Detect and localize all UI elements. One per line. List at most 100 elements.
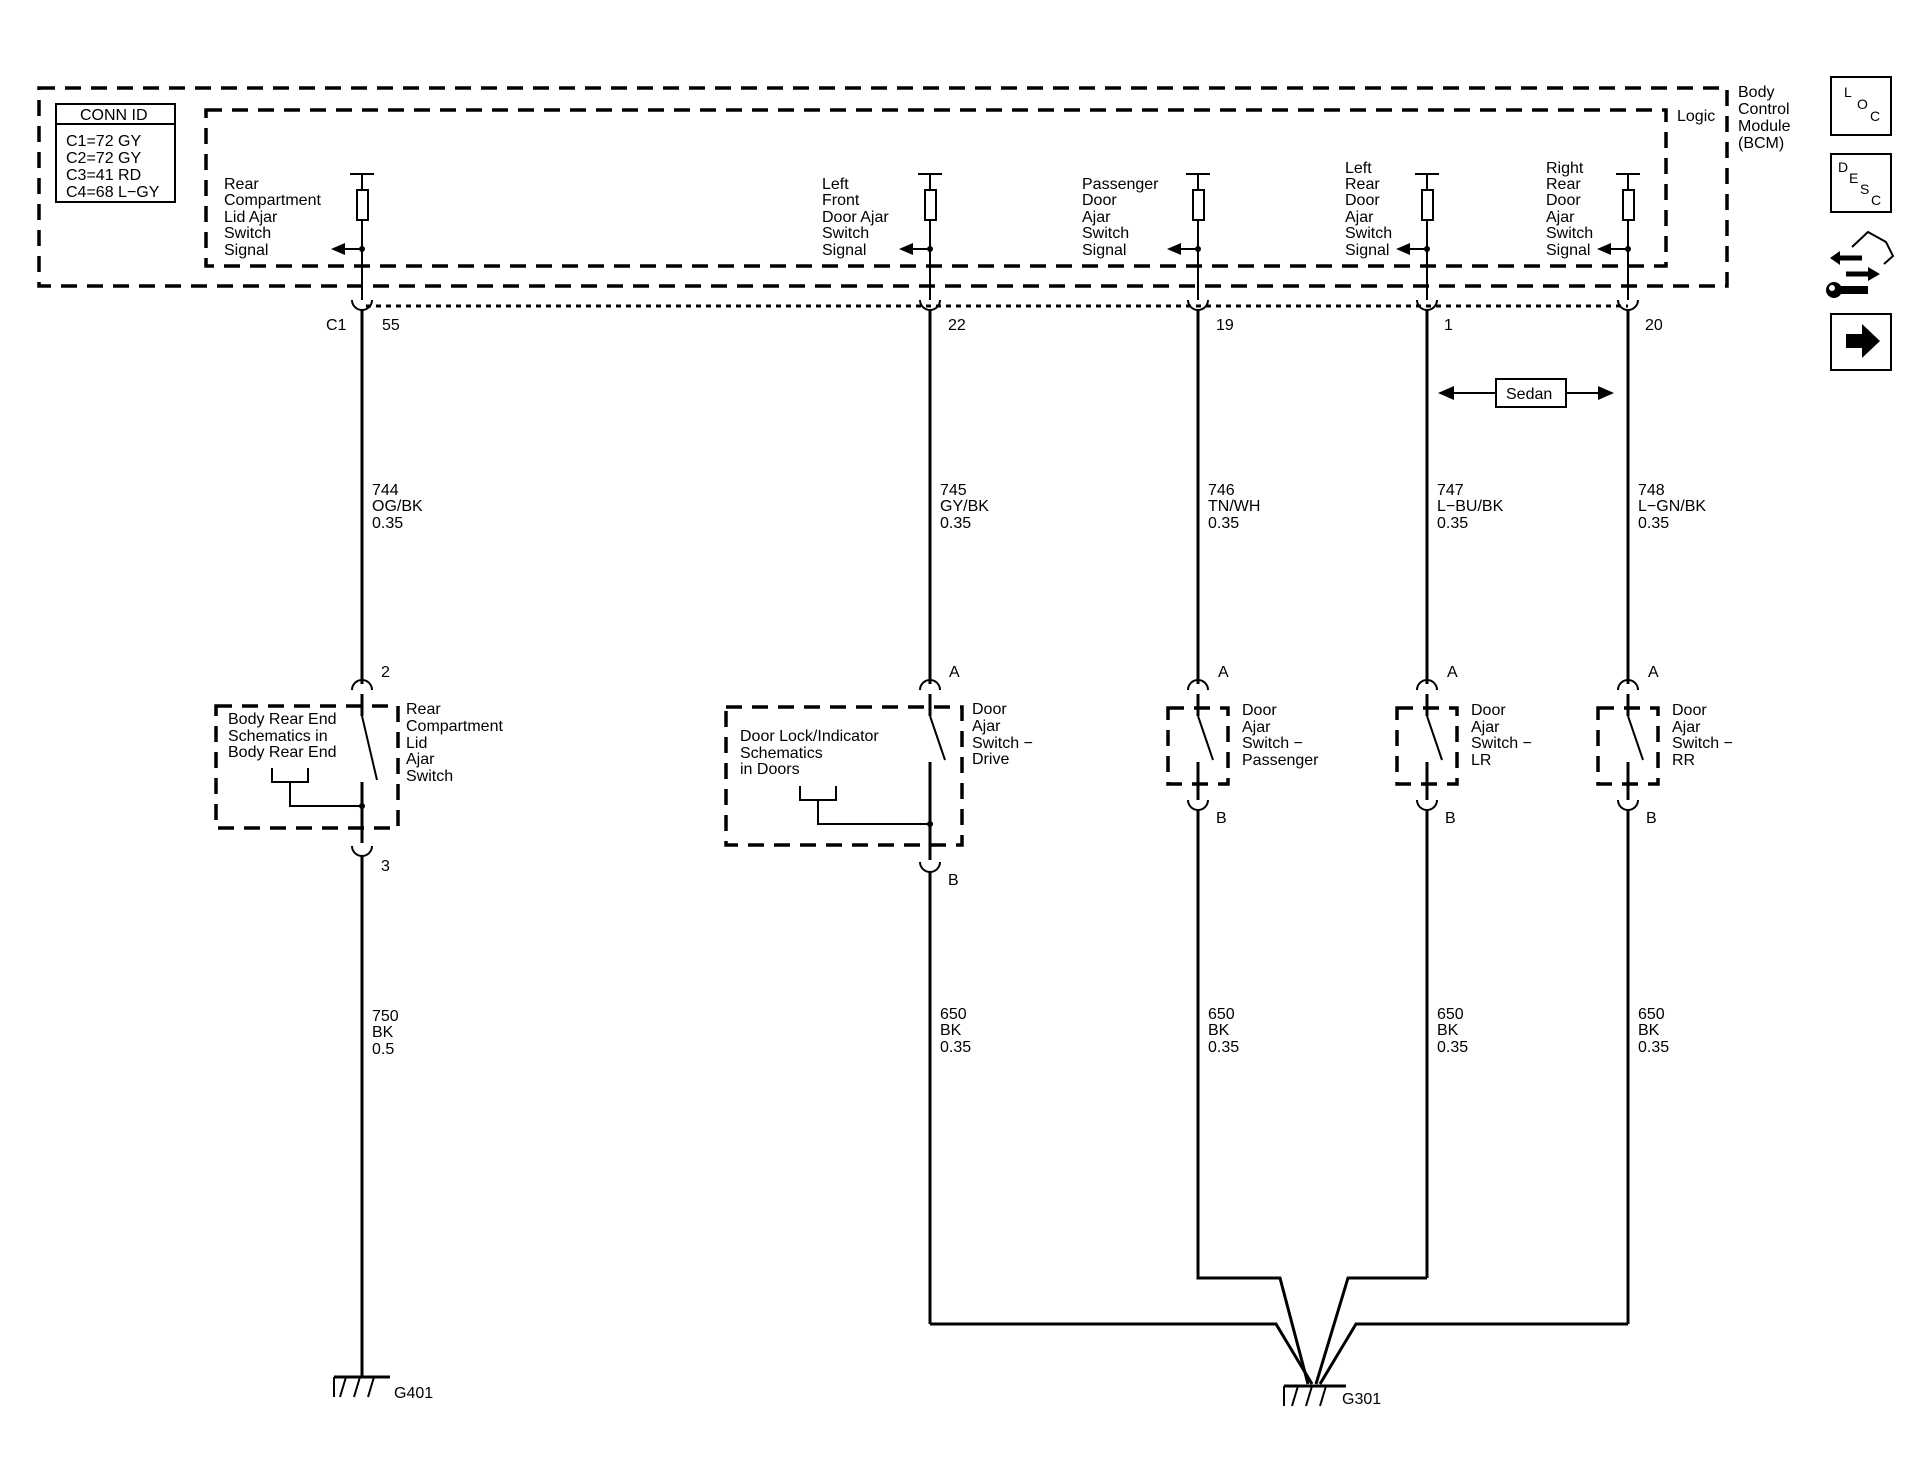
svg-text:Switch: Switch: [1345, 225, 1392, 242]
bcm-name: Body Control Module (BCM): [1738, 84, 1791, 152]
signal-label: Right Rear Door Ajar Switch Signal: [1546, 160, 1593, 259]
circuit-passenger-door: Passenger Door Ajar Switch Signal 19 746…: [1082, 173, 1319, 1278]
wire-label: 746 TN/WH 0.35: [1208, 482, 1260, 532]
right-arrow-icon: [1846, 324, 1880, 358]
component-label: Door Ajar Switch − RR: [1672, 702, 1733, 769]
svg-text:Schematics in: Schematics in: [228, 728, 328, 745]
loc-icon: L O C: [1844, 84, 1880, 124]
connector-end-view-icon: [1826, 230, 1895, 298]
wire-label: 748 L−GN/BK 0.35: [1638, 482, 1706, 532]
svg-text:Ajar: Ajar: [1546, 209, 1575, 226]
svg-text:(BCM): (BCM): [1738, 135, 1784, 152]
component-label: Door Ajar Switch − Passenger: [1242, 702, 1319, 769]
component-label: Door Ajar Switch − LR: [1471, 702, 1532, 769]
svg-text:650: 650: [1208, 1006, 1235, 1023]
bcm-module: Logic Body Control Module (BCM) CONN ID …: [37, 84, 1791, 288]
svg-text:Door Lock/Indicator: Door Lock/Indicator: [740, 728, 879, 745]
svg-text:Ajar: Ajar: [972, 718, 1001, 735]
svg-text:BK: BK: [1208, 1022, 1230, 1039]
svg-text:RR: RR: [1672, 752, 1695, 769]
wire-label: 744 OG/BK 0.35: [372, 482, 423, 532]
svg-text:LR: LR: [1471, 752, 1491, 769]
svg-text:650: 650: [1638, 1006, 1665, 1023]
svg-text:Switch: Switch: [1546, 225, 1593, 242]
component-label: Door Ajar Switch − Drive: [972, 701, 1033, 768]
svg-text:Ajar: Ajar: [1345, 209, 1374, 226]
svg-text:Rear: Rear: [1345, 176, 1380, 193]
svg-text:747: 747: [1437, 482, 1464, 499]
svg-text:Passenger: Passenger: [1082, 176, 1159, 193]
svg-text:BK: BK: [1437, 1022, 1459, 1039]
svg-text:L−GN/BK: L−GN/BK: [1638, 498, 1706, 515]
svg-text:0.5: 0.5: [372, 1041, 394, 1058]
bcm-pin: 20: [1645, 317, 1663, 334]
component-pin-top: A: [1447, 664, 1458, 681]
component-pin-bottom: 3: [381, 858, 390, 875]
svg-text:744: 744: [372, 482, 399, 499]
svg-text:0.35: 0.35: [1208, 1039, 1239, 1056]
svg-text:Door: Door: [1242, 702, 1277, 719]
component-pin-top: A: [1648, 664, 1659, 681]
svg-text:Body Rear End: Body Rear End: [228, 711, 337, 728]
svg-text:Drive: Drive: [972, 751, 1009, 768]
ref-box-door-lock-indicator: Door Lock/Indicator Schematics in Doors: [740, 728, 879, 778]
svg-text:Door: Door: [1546, 192, 1581, 209]
bcm-pin: 19: [1216, 317, 1234, 334]
svg-text:0.35: 0.35: [372, 515, 403, 532]
desc-icon: D E S C: [1838, 159, 1881, 208]
svg-text:L−BU/BK: L−BU/BK: [1437, 498, 1504, 515]
svg-text:Door: Door: [1471, 702, 1506, 719]
svg-text:Switch: Switch: [822, 225, 869, 242]
svg-text:TN/WH: TN/WH: [1208, 498, 1260, 515]
ref-box-body-rear-end: Body Rear End Schematics in Body Rear En…: [228, 711, 337, 761]
svg-text:0.35: 0.35: [1437, 515, 1468, 532]
svg-text:Body Rear End: Body Rear End: [228, 744, 337, 761]
svg-text:Switch −: Switch −: [1242, 735, 1303, 752]
ground-label: G301: [1342, 1391, 1381, 1408]
svg-text:745: 745: [940, 482, 967, 499]
svg-text:750: 750: [372, 1008, 399, 1025]
desc-button[interactable]: D E S C: [1830, 153, 1892, 213]
component-pin-top: A: [949, 664, 960, 681]
svg-text:Switch −: Switch −: [1672, 735, 1733, 752]
svg-text:748: 748: [1638, 482, 1665, 499]
signal-label: Passenger Door Ajar Switch Signal: [1082, 176, 1159, 259]
svg-text:Door: Door: [1345, 192, 1380, 209]
conn-id-title: CONN ID: [80, 107, 148, 124]
conn-id-row: C4=68 L−GY: [66, 184, 160, 201]
loc-button[interactable]: L O C: [1830, 76, 1892, 136]
svg-text:746: 746: [1208, 482, 1235, 499]
svg-text:Left: Left: [1345, 160, 1372, 177]
next-page-button[interactable]: [1830, 313, 1892, 371]
svg-text:Left: Left: [822, 176, 849, 193]
svg-text:Door: Door: [1672, 702, 1707, 719]
bcm-pin: 22: [948, 317, 966, 334]
svg-text:Control: Control: [1738, 101, 1790, 118]
component-pin-top: A: [1218, 664, 1229, 681]
svg-text:OG/BK: OG/BK: [372, 498, 423, 515]
svg-text:Door: Door: [1082, 192, 1117, 209]
svg-text:Lid: Lid: [406, 735, 427, 752]
svg-text:Ajar: Ajar: [1242, 719, 1271, 736]
conn-id-row: C1=72 GY: [66, 133, 141, 150]
svg-text:Right: Right: [1546, 160, 1584, 177]
component-pin-bottom: B: [948, 872, 959, 889]
svg-text:0.35: 0.35: [1638, 515, 1669, 532]
svg-text:0.35: 0.35: [940, 1039, 971, 1056]
connector-c1-label: C1: [326, 317, 347, 334]
connector-end-view-button[interactable]: [1826, 230, 1895, 298]
sedan-label: Sedan: [1506, 386, 1552, 403]
svg-text:Door Ajar: Door Ajar: [822, 209, 889, 226]
svg-text:BK: BK: [1638, 1022, 1660, 1039]
bcm-pin: 1: [1444, 317, 1453, 334]
svg-text:650: 650: [940, 1006, 967, 1023]
circuit-right-rear-door: Right Rear Door Ajar Switch Signal 20 74…: [1546, 160, 1733, 1324]
component-pin-top: 2: [381, 664, 390, 681]
component-pin-bottom: B: [1646, 810, 1657, 827]
svg-text:Front: Front: [822, 192, 860, 209]
svg-text:0.35: 0.35: [1208, 515, 1239, 532]
svg-text:Signal: Signal: [822, 242, 866, 259]
svg-text:Signal: Signal: [1345, 242, 1389, 259]
conn-id-box: CONN ID C1=72 GY C2=72 GY C3=41 RD C4=68…: [55, 103, 176, 203]
